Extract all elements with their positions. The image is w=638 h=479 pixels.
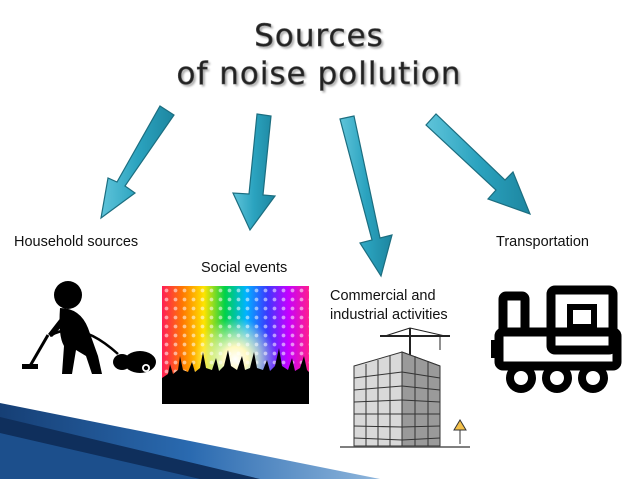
train-icon <box>491 285 622 393</box>
corner-decoration <box>0 403 380 479</box>
concert-crowd-image <box>162 286 309 404</box>
arrow-transportation <box>425 113 532 216</box>
label-commercial-line-2: industrial activities <box>330 307 448 323</box>
page-title-line-2: of noise pollution <box>176 56 462 93</box>
page-title-line-1: Sources <box>254 18 384 55</box>
label-transportation: Transportation <box>496 234 589 250</box>
arrow-household <box>100 105 175 220</box>
building-crane-image <box>340 326 470 454</box>
crowd-silhouette <box>162 348 309 404</box>
label-commercial-line-1: Commercial and <box>330 288 436 304</box>
arrow-commercial <box>339 115 393 278</box>
vacuum-cleaner-person-icon <box>22 281 156 374</box>
arrow-social-events <box>232 113 277 232</box>
label-social-events: Social events <box>201 260 288 276</box>
label-household-sources: Household sources <box>14 234 139 250</box>
